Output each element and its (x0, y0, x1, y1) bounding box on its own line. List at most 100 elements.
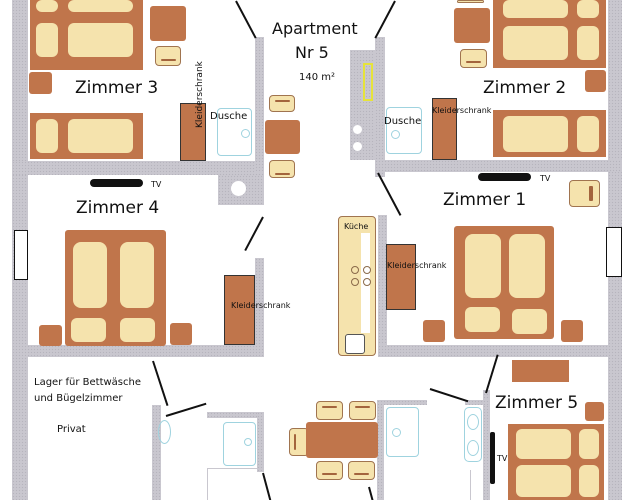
door-zimmer4 (244, 216, 264, 252)
shower-bath2 (386, 407, 419, 457)
desk-zimmer5 (512, 360, 569, 382)
chair (155, 46, 181, 66)
room-label-zimmer2: Zimmer 2 (483, 78, 567, 98)
stove-burner (363, 266, 371, 274)
mattress (577, 26, 599, 60)
pillow (120, 318, 155, 342)
wardrobe-label-zimmer1: Kleiderschrank (387, 261, 447, 270)
mattress (68, 119, 133, 153)
chair (348, 461, 375, 480)
nightstand (585, 70, 606, 92)
door-bath1b (262, 472, 272, 500)
window-zimmer4 (14, 230, 28, 280)
stove-burner (351, 266, 359, 274)
chair (269, 95, 295, 112)
wall-corridor-right (530, 345, 622, 357)
mattress (465, 234, 501, 298)
nightstand (39, 325, 62, 346)
tv-zimmer5 (490, 432, 495, 484)
tv-zimmer1 (478, 173, 531, 181)
mattress (503, 0, 568, 18)
door-bath1 (165, 402, 207, 417)
kitchen-label: Küche (344, 222, 369, 231)
washbasin (467, 414, 479, 430)
mattress (68, 0, 133, 12)
mattress (503, 116, 568, 152)
room-label-zimmer1: Zimmer 1 (443, 190, 527, 210)
mattress (73, 242, 107, 308)
door-zimmer5 (485, 354, 499, 394)
storage-label-line2: und Bügelzimmer (34, 393, 123, 404)
apartment-title-line1: Apartment (272, 19, 358, 38)
mattress (579, 429, 599, 459)
highlighted-shaft (363, 63, 373, 101)
wall-bath-left (152, 405, 161, 500)
wardrobe-zimmer4 (224, 275, 255, 345)
stove-burner (351, 278, 359, 286)
wall-bath2-top (377, 400, 427, 405)
door-bath2b (368, 486, 376, 500)
chair (316, 461, 343, 480)
wall-zimmer4-right (255, 258, 264, 350)
mattress (516, 429, 571, 459)
mattress (516, 465, 571, 497)
dining-table (306, 422, 378, 458)
apartment-title-line2: Nr 5 (295, 43, 329, 62)
bath2-partition (420, 470, 471, 500)
tv-zimmer4 (90, 179, 143, 187)
tv-label-zimmer4: TV (151, 180, 162, 189)
washbasin (158, 420, 171, 444)
shower-drain (241, 129, 250, 138)
apartment-area: 140 m² (299, 72, 336, 83)
pillow (465, 307, 500, 332)
chair (349, 401, 376, 420)
wardrobe-zimmer3 (180, 103, 206, 161)
duct-circle (353, 125, 362, 134)
tv-label-zimmer1: TV (540, 174, 551, 183)
wall-bath2-right (483, 390, 490, 500)
double-washbasin (464, 407, 482, 462)
nightstand (29, 72, 52, 94)
wall-bath2-top-right (465, 400, 490, 405)
chair (269, 160, 295, 178)
pillow (512, 309, 547, 334)
mattress (577, 116, 599, 152)
wardrobe-zimmer2 (432, 98, 457, 160)
mattress (579, 465, 599, 497)
nightstand (150, 6, 186, 41)
mattress (36, 0, 58, 12)
nightstand (561, 320, 583, 342)
mattress (36, 119, 58, 153)
room-label-zimmer4: Zimmer 4 (76, 198, 160, 218)
storage-label-line1: Lager für Bettwäsche (34, 377, 141, 388)
nightstand (423, 320, 445, 342)
room-label-zimmer5: Zimmer 5 (495, 393, 579, 413)
mattress (503, 26, 568, 60)
nightstand (454, 8, 490, 43)
wall-zimmer2-left (375, 37, 385, 177)
mattress (120, 242, 154, 308)
wall-zimmer2-bottom (375, 160, 622, 172)
stove-burner (363, 278, 371, 286)
washbasin (467, 440, 479, 456)
nightstand (170, 323, 192, 345)
mattress (509, 234, 545, 298)
kitchen-sink (345, 334, 365, 354)
chair (460, 49, 487, 68)
door-bath2 (429, 388, 469, 403)
wall-bath2-left (377, 400, 384, 500)
wardrobe-label-zimmer4: Kleiderschrank (231, 301, 291, 310)
wardrobe-label-zimmer2: Kleiderschrank (432, 106, 492, 115)
door-zimmer3 (235, 0, 257, 39)
window-zimmer1 (606, 227, 622, 277)
shower-bath1 (223, 422, 256, 466)
shower-zimmer2 (386, 107, 422, 154)
door-storage (152, 360, 169, 407)
mattress (68, 23, 133, 57)
bath1-partition (207, 468, 263, 500)
shower-drain (244, 438, 252, 446)
wall-bath-right (257, 412, 264, 472)
wall-zimmer4-bottom (12, 345, 264, 357)
wardrobe-label-zimmer3: Kleiderschrank (195, 61, 205, 128)
